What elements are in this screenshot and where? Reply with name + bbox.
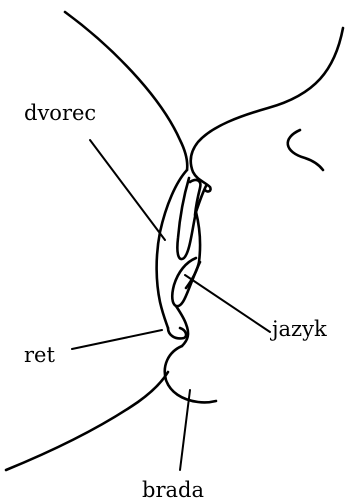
label-areola: dvorec xyxy=(24,101,96,125)
breast-outline xyxy=(63,10,189,172)
lower-body-curve xyxy=(4,370,170,472)
leader-line-chin xyxy=(179,389,191,471)
label-tongue: jazyk xyxy=(269,317,327,341)
baby-chin xyxy=(163,344,218,404)
baby-lower-lip xyxy=(166,326,188,340)
baby-upper-lip xyxy=(184,210,202,290)
baby-lower-lip-outer xyxy=(174,304,190,348)
leader-line-areola xyxy=(89,139,166,241)
label-lip: ret xyxy=(24,343,55,367)
baby-eye xyxy=(286,128,325,172)
leader-line-tongue xyxy=(184,274,271,333)
nipple-tip xyxy=(188,178,202,217)
baby-forehead-nose-outline xyxy=(189,26,345,193)
areola-left-contour xyxy=(155,168,189,330)
areola-right-contour xyxy=(176,176,208,261)
leader-line-lip xyxy=(71,329,163,350)
label-chin: brada xyxy=(142,478,204,502)
